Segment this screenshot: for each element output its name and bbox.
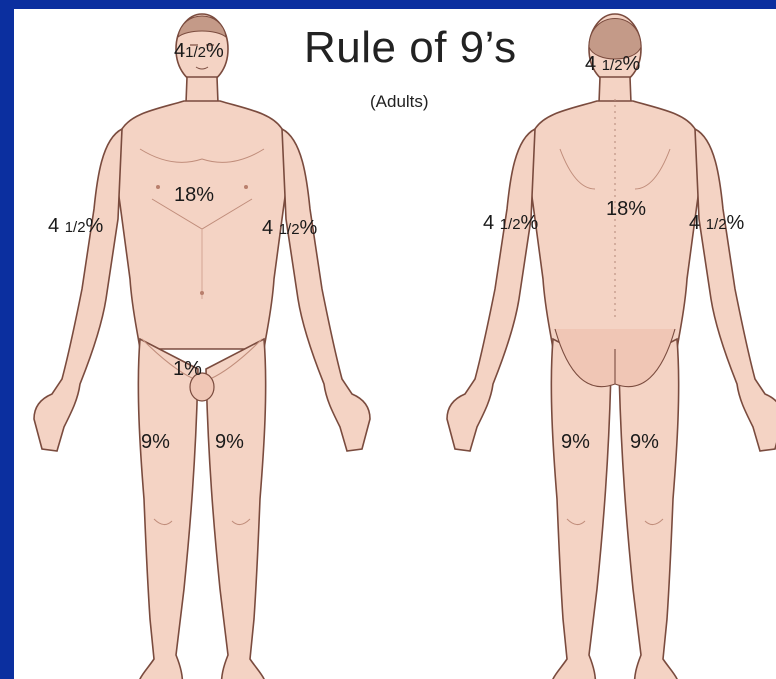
- front-right-arm-label: 4 1/2%: [262, 218, 317, 238]
- front-chest-label: 18%: [174, 185, 214, 205]
- back-right-leg-label: 9%: [630, 432, 659, 452]
- front-head-label: 41/2%: [174, 41, 224, 61]
- front-right-leg-label: 9%: [215, 432, 244, 452]
- back-head-label: 4 1/2%: [585, 54, 640, 74]
- front-left-leg-label: 9%: [141, 432, 170, 452]
- back-left-leg-label: 9%: [561, 432, 590, 452]
- diagram-subtitle: (Adults): [370, 92, 429, 112]
- front-left-arm-label: 4 1/2%: [48, 216, 103, 236]
- back-body-figure: [447, 14, 776, 679]
- front-body-figure: [34, 14, 370, 679]
- slide-canvas: Rule of 9’s (Adults) 41/2% 18% 4 1/2% 4 …: [14, 9, 776, 679]
- back-right-arm-label: 4 1/2%: [689, 213, 744, 233]
- diagram-title: Rule of 9’s: [304, 23, 517, 73]
- back-left-arm-label: 4 1/2%: [483, 213, 538, 233]
- back-torso-label: 18%: [606, 199, 646, 219]
- front-genital-label: 1%: [173, 359, 202, 379]
